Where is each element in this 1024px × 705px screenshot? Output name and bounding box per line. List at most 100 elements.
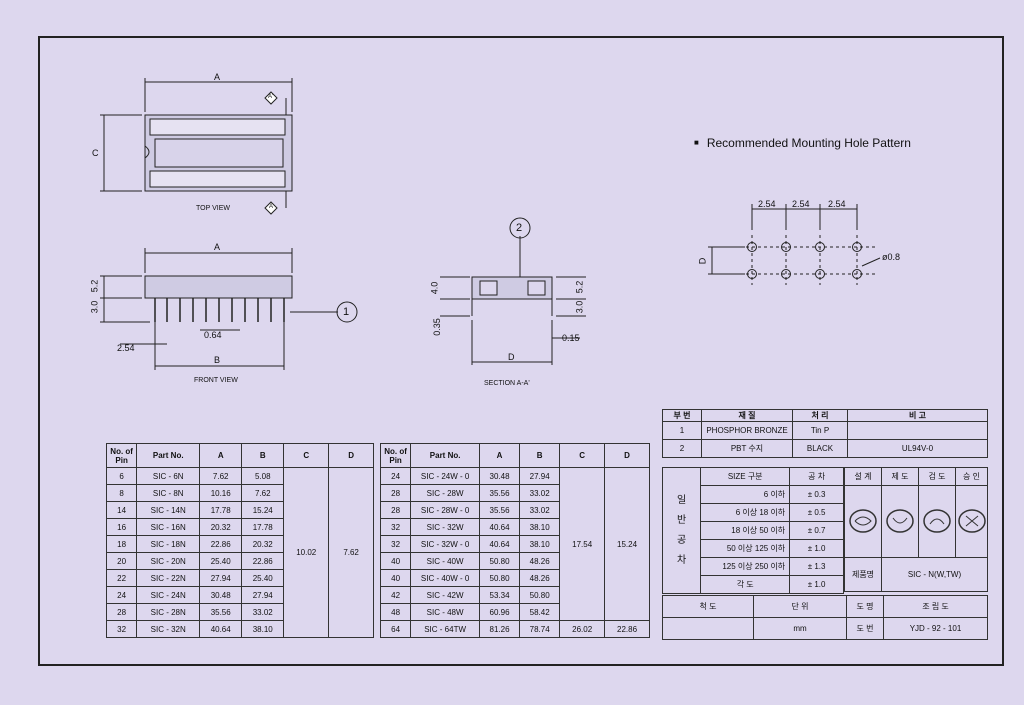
col-c: C	[559, 443, 606, 468]
cell: 40.64	[199, 620, 243, 638]
hole-pattern-title: Recommended Mounting Hole Pattern	[694, 136, 911, 150]
cell: 40	[379, 569, 412, 587]
cell: SIC - 16N	[136, 518, 201, 536]
tol-header: 공 차	[789, 467, 844, 486]
cell: 32	[105, 620, 138, 638]
hole-diameter: ø0.8	[882, 252, 901, 262]
general-tolerance-label: 일 반 공 차	[661, 467, 702, 594]
cell: Tin P	[792, 421, 848, 440]
cell: 33.02	[519, 484, 561, 502]
cell: 50.80	[479, 552, 521, 570]
table-row: 1 PHOSPHOR BRONZE Tin P	[662, 421, 988, 440]
cell: 20.32	[241, 535, 285, 553]
drawing-no-value: YJD - 92 - 101	[883, 617, 988, 640]
table-row: 각 도± 1.0	[663, 575, 844, 594]
cell: 81.26	[479, 620, 521, 638]
cell: ± 1.0	[789, 539, 844, 558]
mat-header-remarks: 비 고	[847, 409, 988, 422]
scale-value	[662, 617, 754, 640]
cell: 38.10	[519, 518, 561, 536]
table-row: 125 이상 250 이하± 1.3	[663, 557, 844, 576]
cell: ± 1.3	[789, 557, 844, 576]
cell: 20	[105, 552, 138, 570]
unit-value: mm	[753, 617, 847, 640]
approval-draft: 제 도	[881, 467, 919, 486]
product-label: 제품명	[844, 557, 882, 592]
cell: 40.64	[479, 535, 521, 553]
title-block: 척 도 단 위 도 명 조 립 도 mm 도 번 YJD - 92 - 101	[662, 595, 988, 640]
dim-table-right: No. of Pin Part No. A B C D 24 SIC - 24W…	[379, 443, 650, 638]
hole-dim-d: D	[697, 257, 708, 265]
side-char: 반	[676, 514, 687, 526]
cell: 58.42	[519, 603, 561, 621]
cell: 각 도	[700, 575, 791, 594]
cell: 24	[379, 467, 412, 485]
cell: 1	[662, 421, 702, 440]
cell: 40	[379, 552, 412, 570]
product-value: SIC - N(W,TW)	[881, 557, 988, 592]
top-view-dim-a: A	[214, 72, 221, 82]
cell: SIC - 40W	[410, 552, 481, 570]
cell: SIC - 48W	[410, 603, 481, 621]
cell: 5.08	[241, 467, 285, 485]
cell: SIC - 40W - 0	[410, 569, 481, 587]
cell: PHOSPHOR BRONZE	[701, 421, 793, 440]
cell: 10.16	[199, 484, 243, 502]
front-view-caption: FRONT VIEW	[194, 377, 238, 384]
cell: 125 이상 250 이하	[700, 557, 791, 576]
cell: SIC - 32N	[136, 620, 201, 638]
cell: 48.26	[519, 552, 561, 570]
cell: 28	[105, 603, 138, 621]
cell: 20.32	[199, 518, 243, 536]
cell-c-value: 10.02	[283, 467, 330, 638]
cell: 48	[379, 603, 412, 621]
drawing-frame	[38, 36, 1004, 666]
col-a: A	[479, 443, 521, 468]
cell: SIC - 18N	[136, 535, 201, 553]
approval-approve: 승 인	[955, 467, 988, 486]
cell: 35.56	[479, 501, 521, 519]
section-dim-top: 4.0	[429, 281, 440, 295]
front-view-dim-pin-width: 0.64	[204, 330, 222, 340]
table-row: 2 PBT 수지 BLACK UL94V-0	[662, 439, 988, 458]
col-b: B	[241, 443, 285, 468]
cell-c-value: 17.54	[559, 467, 606, 621]
cell: 35.56	[199, 603, 243, 621]
cell: 27.94	[519, 467, 561, 485]
cell: SIC - 14N	[136, 501, 201, 519]
cell: 2	[662, 439, 702, 458]
section-dim-height: 5.2	[574, 280, 585, 294]
cell: 28	[379, 484, 412, 502]
signature-stamp	[881, 485, 919, 558]
cell: 50 이상 125 이하	[700, 539, 791, 558]
approval-design: 설 계	[844, 467, 882, 486]
cell: 50.80	[519, 586, 561, 604]
cell: 53.34	[479, 586, 521, 604]
table-row: 6 SIC - 6N 7.62 5.08 10.02 7.62	[105, 467, 374, 638]
cell: 6 이하	[700, 485, 791, 504]
cell: 32	[379, 535, 412, 553]
tolerance-table: 일 반 공 차 SIZE 구분 공 차 6 이하± 0.3 6 이상 18 이하…	[661, 467, 844, 594]
cell: 17.78	[241, 518, 285, 536]
cell: 17.78	[199, 501, 243, 519]
cell: 22	[105, 569, 138, 587]
section-dim-base: 0.35	[431, 318, 442, 336]
cell: SIC - 8N	[136, 484, 201, 502]
section-marker-a-prime: A'	[268, 94, 274, 100]
cell: 78.74	[519, 620, 561, 638]
col-c: C	[283, 443, 330, 468]
cell: 8	[105, 484, 138, 502]
cell: 38.10	[519, 535, 561, 553]
cell: 14	[105, 501, 138, 519]
scale-label: 척 도	[662, 595, 754, 618]
cell: 22.86	[604, 620, 650, 638]
cell: 25.40	[199, 552, 243, 570]
front-view-dim-b: B	[214, 355, 221, 365]
hole-pitch-2: 2.54	[792, 199, 810, 209]
cell: ± 1.0	[789, 575, 844, 594]
cell	[847, 421, 988, 440]
